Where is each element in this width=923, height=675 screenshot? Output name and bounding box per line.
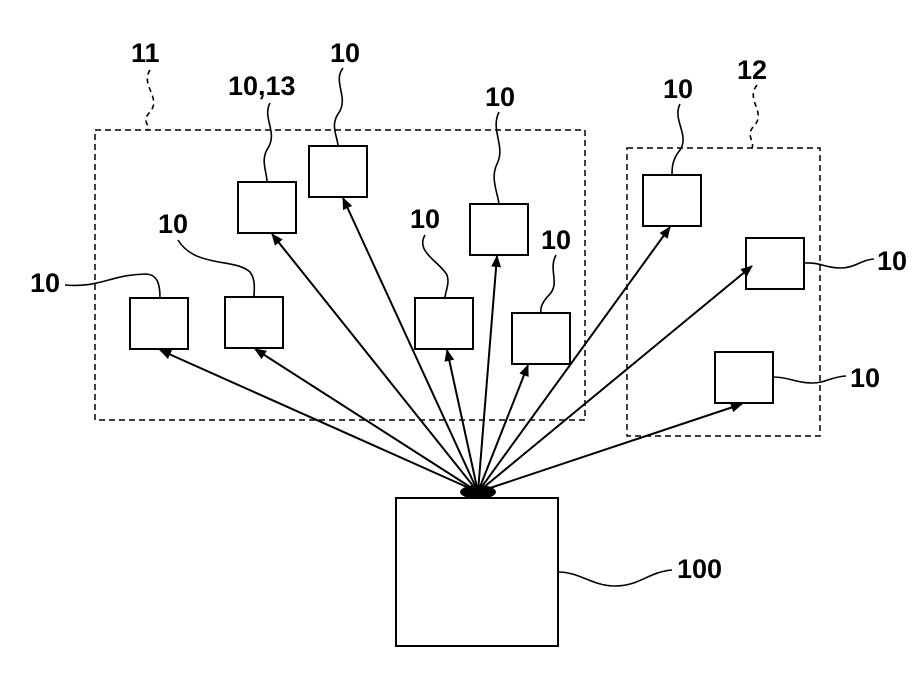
label-node-g: 10 — [541, 225, 571, 255]
label-group-11: 11 — [131, 38, 160, 68]
node-box-h — [643, 175, 701, 226]
label-node-b: 10 — [158, 209, 188, 239]
label-node-c: 10,13 — [228, 71, 296, 101]
leader-node-i — [804, 259, 874, 268]
leader-node-c — [264, 103, 271, 182]
label-node-e: 10 — [410, 204, 440, 234]
arrow-to-node-j — [478, 404, 742, 492]
arrow-to-node-g — [478, 365, 528, 492]
arrow-to-node-h — [478, 227, 670, 492]
arrow-to-node-a — [160, 350, 478, 492]
label-node-h: 10 — [663, 74, 693, 104]
label-node-i: 10 — [877, 246, 907, 276]
leader-central-unit — [558, 570, 672, 586]
leader-group-12 — [750, 85, 758, 148]
node-box-e — [415, 298, 473, 349]
leader-node-g — [541, 255, 556, 313]
leader-node-f — [494, 112, 500, 204]
arrow-to-node-i — [478, 266, 752, 492]
central-unit-box — [396, 498, 558, 646]
node-box-d — [309, 146, 367, 197]
label-central-unit: 100 — [677, 554, 722, 584]
leader-node-h — [672, 104, 683, 175]
leader-node-b — [178, 240, 254, 297]
leader-node-j — [773, 376, 846, 383]
arrow-to-node-c — [272, 234, 478, 492]
node-box-b — [225, 297, 283, 348]
arrow-to-node-f — [478, 256, 497, 492]
label-group-12: 12 — [737, 55, 767, 85]
label-node-a: 10 — [30, 268, 60, 298]
node-box-j — [715, 352, 773, 403]
node-box-f — [470, 204, 528, 255]
leader-group-11 — [146, 70, 154, 130]
arrow-to-node-e — [447, 350, 478, 492]
node-box-g — [512, 313, 570, 364]
label-node-j: 10 — [850, 363, 880, 393]
node-box-c — [238, 182, 296, 233]
leader-node-d — [334, 68, 343, 146]
node-box-a — [130, 298, 188, 349]
label-node-d: 10 — [330, 38, 360, 68]
leader-node-e — [423, 235, 448, 298]
label-node-f: 10 — [485, 82, 515, 112]
node-box-i — [746, 238, 804, 289]
leader-node-a — [65, 274, 160, 298]
